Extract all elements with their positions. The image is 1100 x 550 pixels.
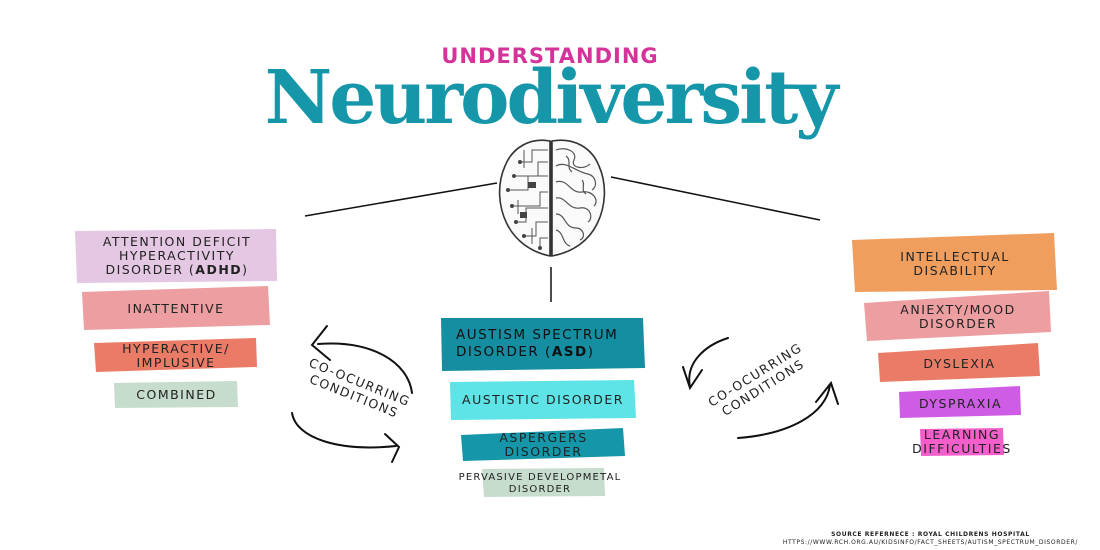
- anxiety-box-shape: [864, 291, 1051, 341]
- source-label: SOURCE REFERNECE : ROYAL CHILDRENS HOSPI…: [831, 531, 1030, 538]
- intellectual-box: INTELLECTUAL DISABILITY: [856, 238, 1054, 290]
- brain-icon: [498, 139, 606, 257]
- learning-box-shape: [920, 428, 1004, 456]
- intellectual-box-shape: [852, 233, 1057, 292]
- hyperactive-box: HYPERACTIVE/ IMPLUSIVE: [96, 341, 256, 371]
- dyspraxia-label: DYSPRAXIA: [918, 395, 1003, 411]
- dyslexia-box-shape: [878, 343, 1040, 382]
- intellectual-line1: INTELLECTUAL: [900, 249, 1010, 264]
- dyspraxia-box-shape: [899, 386, 1021, 418]
- combined-label: COMBINED: [136, 386, 217, 402]
- dyslexia-label: DYSLEXIA: [923, 356, 996, 371]
- pdd-box: PERVASIVE DEVELOPMETAL DISORDER: [455, 472, 625, 496]
- asd-line2: DISORDER (ASD): [456, 344, 595, 360]
- adhd-box-shape: [75, 229, 277, 283]
- pdd-line1: PERVASIVE DEVELOPMETAL: [458, 472, 622, 483]
- source-reference: SOURCE REFERNECE : ROYAL CHILDRENS HOSPI…: [783, 531, 1078, 547]
- anxiety-box: ANIEXTY/MOOD DISORDER: [866, 298, 1050, 336]
- source-url: HTTPS://WWW.RCH.ORG.AU/KIDSINFO/FACT_SHE…: [782, 539, 1078, 546]
- page-title: Neurodiversity: [264, 55, 839, 141]
- dyspraxia-box: DYSPRAXIA: [900, 390, 1021, 417]
- austistic-box-shape: [450, 380, 636, 420]
- cycle-arrows-right: [682, 337, 839, 439]
- kicker-title: UNDERSTANDING: [441, 44, 659, 68]
- hyperactive-line1: HYPERACTIVE/: [122, 341, 230, 356]
- dyslexia-box: DYSLEXIA: [880, 349, 1039, 379]
- anxiety-line1: ANIEXTY/MOOD: [900, 302, 1016, 317]
- connector-left: [304, 182, 498, 217]
- aspergers-box-shape: [461, 428, 625, 461]
- adhd-box: ATTENTION DEFICIT HYPERACTIVITY DISORDER…: [78, 231, 276, 281]
- hyperactive-line2: IMPLUSIVE: [136, 355, 216, 370]
- inattentive-box-shape: [82, 286, 270, 330]
- combined-box: COMBINED: [115, 382, 238, 407]
- combined-box-shape: [114, 381, 238, 408]
- anxiety-line2: DISORDER: [919, 316, 997, 331]
- connector-right: [610, 176, 821, 221]
- learning-line1: LEARNING: [923, 426, 1001, 442]
- aspergers-box: ASPERGERS DISORDER: [463, 431, 624, 459]
- pdd-line2: DISORDER: [508, 484, 572, 495]
- inattentive-box: INATTENTIVE: [84, 291, 268, 327]
- asd-line1: AUSTISM SPECTRUM: [456, 327, 619, 343]
- aspergers-label: ASPERGERS DISORDER: [499, 430, 588, 459]
- learning-box: LEARNING DIFFICULTIES: [910, 426, 1014, 456]
- asd-box: AUSTISM SPECTRUM DISORDER (ASD): [442, 320, 644, 368]
- intellectual-line2: DISABILITY: [913, 263, 997, 278]
- austistic-label: AUSTISTIC DISORDER: [462, 392, 624, 407]
- pdd-box-shape: [482, 468, 605, 497]
- adhd-line2: HYPERACTIVITY: [118, 248, 236, 263]
- adhd-line3: DISORDER (ADHD): [105, 262, 249, 277]
- learning-line2: DIFFICULTIES: [912, 440, 1012, 456]
- adhd-line1: ATTENTION DEFICIT: [102, 234, 252, 249]
- inattentive-label: INATTENTIVE: [127, 301, 225, 316]
- cycle-arrows-left: [291, 325, 413, 463]
- austistic-box: AUSTISTIC DISORDER: [451, 381, 635, 419]
- asd-box-shape: [441, 318, 645, 371]
- hyperactive-box-shape: [94, 338, 257, 372]
